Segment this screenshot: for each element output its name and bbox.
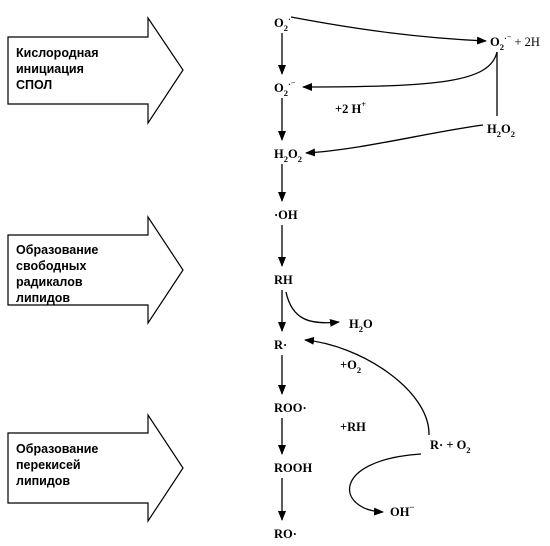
stage-arrow-lipid-radicals: Образование свободных радикалов липидов — [7, 215, 184, 325]
stage-label-lipid-peroxides-line3: липидов — [16, 474, 70, 488]
label-hydroxide-anion: OH− — [390, 502, 414, 519]
stage-label-lipid-radicals-line2: свободных — [16, 259, 86, 273]
node-lipid-rh: RH — [274, 273, 293, 287]
node-peroxyl-radical: ROO· — [274, 401, 307, 415]
label-h2o2-right: H2O2 — [487, 122, 515, 139]
node-lipid-radical: R· — [274, 338, 287, 352]
stage-label-oxygen-initiation-line3: СПОЛ — [16, 78, 52, 92]
stage-arrow-lipid-peroxides: Образование перекисей липидов — [7, 413, 184, 523]
node-hydroxyl-radical: ·OH — [274, 208, 298, 222]
label-superoxide-plus-2h: O2·⁻ + 2H — [490, 33, 540, 52]
stage-label-lipid-radicals-line1: Образование — [16, 243, 98, 257]
label-r-plus-o2: R· + O2 — [430, 438, 471, 455]
node-alkoxyl-radical: RO· — [274, 527, 297, 541]
stage-arrow-oxygen-initiation: Кислородная инициация СПОЛ — [7, 16, 184, 125]
node-hydroperoxide: ROOH — [274, 461, 312, 475]
stage-label-oxygen-initiation-line1: Кислородная — [16, 46, 99, 60]
node-hydrogen-peroxide: H2O2 — [274, 147, 302, 164]
node-superoxide-top: O2· — [274, 14, 291, 33]
label-plus-o2: +O2 — [340, 358, 361, 375]
stage-label-lipid-peroxides-line2: перекисей — [16, 458, 81, 472]
side-arrows — [285, 16, 498, 516]
node-superoxide-anion: O2·⁻ — [274, 79, 295, 98]
label-water: H2O — [349, 317, 373, 334]
label-plus-2h-plus: +2 H+ — [335, 99, 366, 116]
stage-label-lipid-radicals-line3: радикалов — [16, 275, 83, 289]
stage-label-oxygen-initiation-line2: инициация — [16, 62, 84, 76]
label-plus-rh: +RH — [340, 420, 366, 434]
stage-label-lipid-radicals-line4: липидов — [16, 291, 70, 305]
stage-label-lipid-peroxides-line1: Образование — [16, 442, 98, 456]
